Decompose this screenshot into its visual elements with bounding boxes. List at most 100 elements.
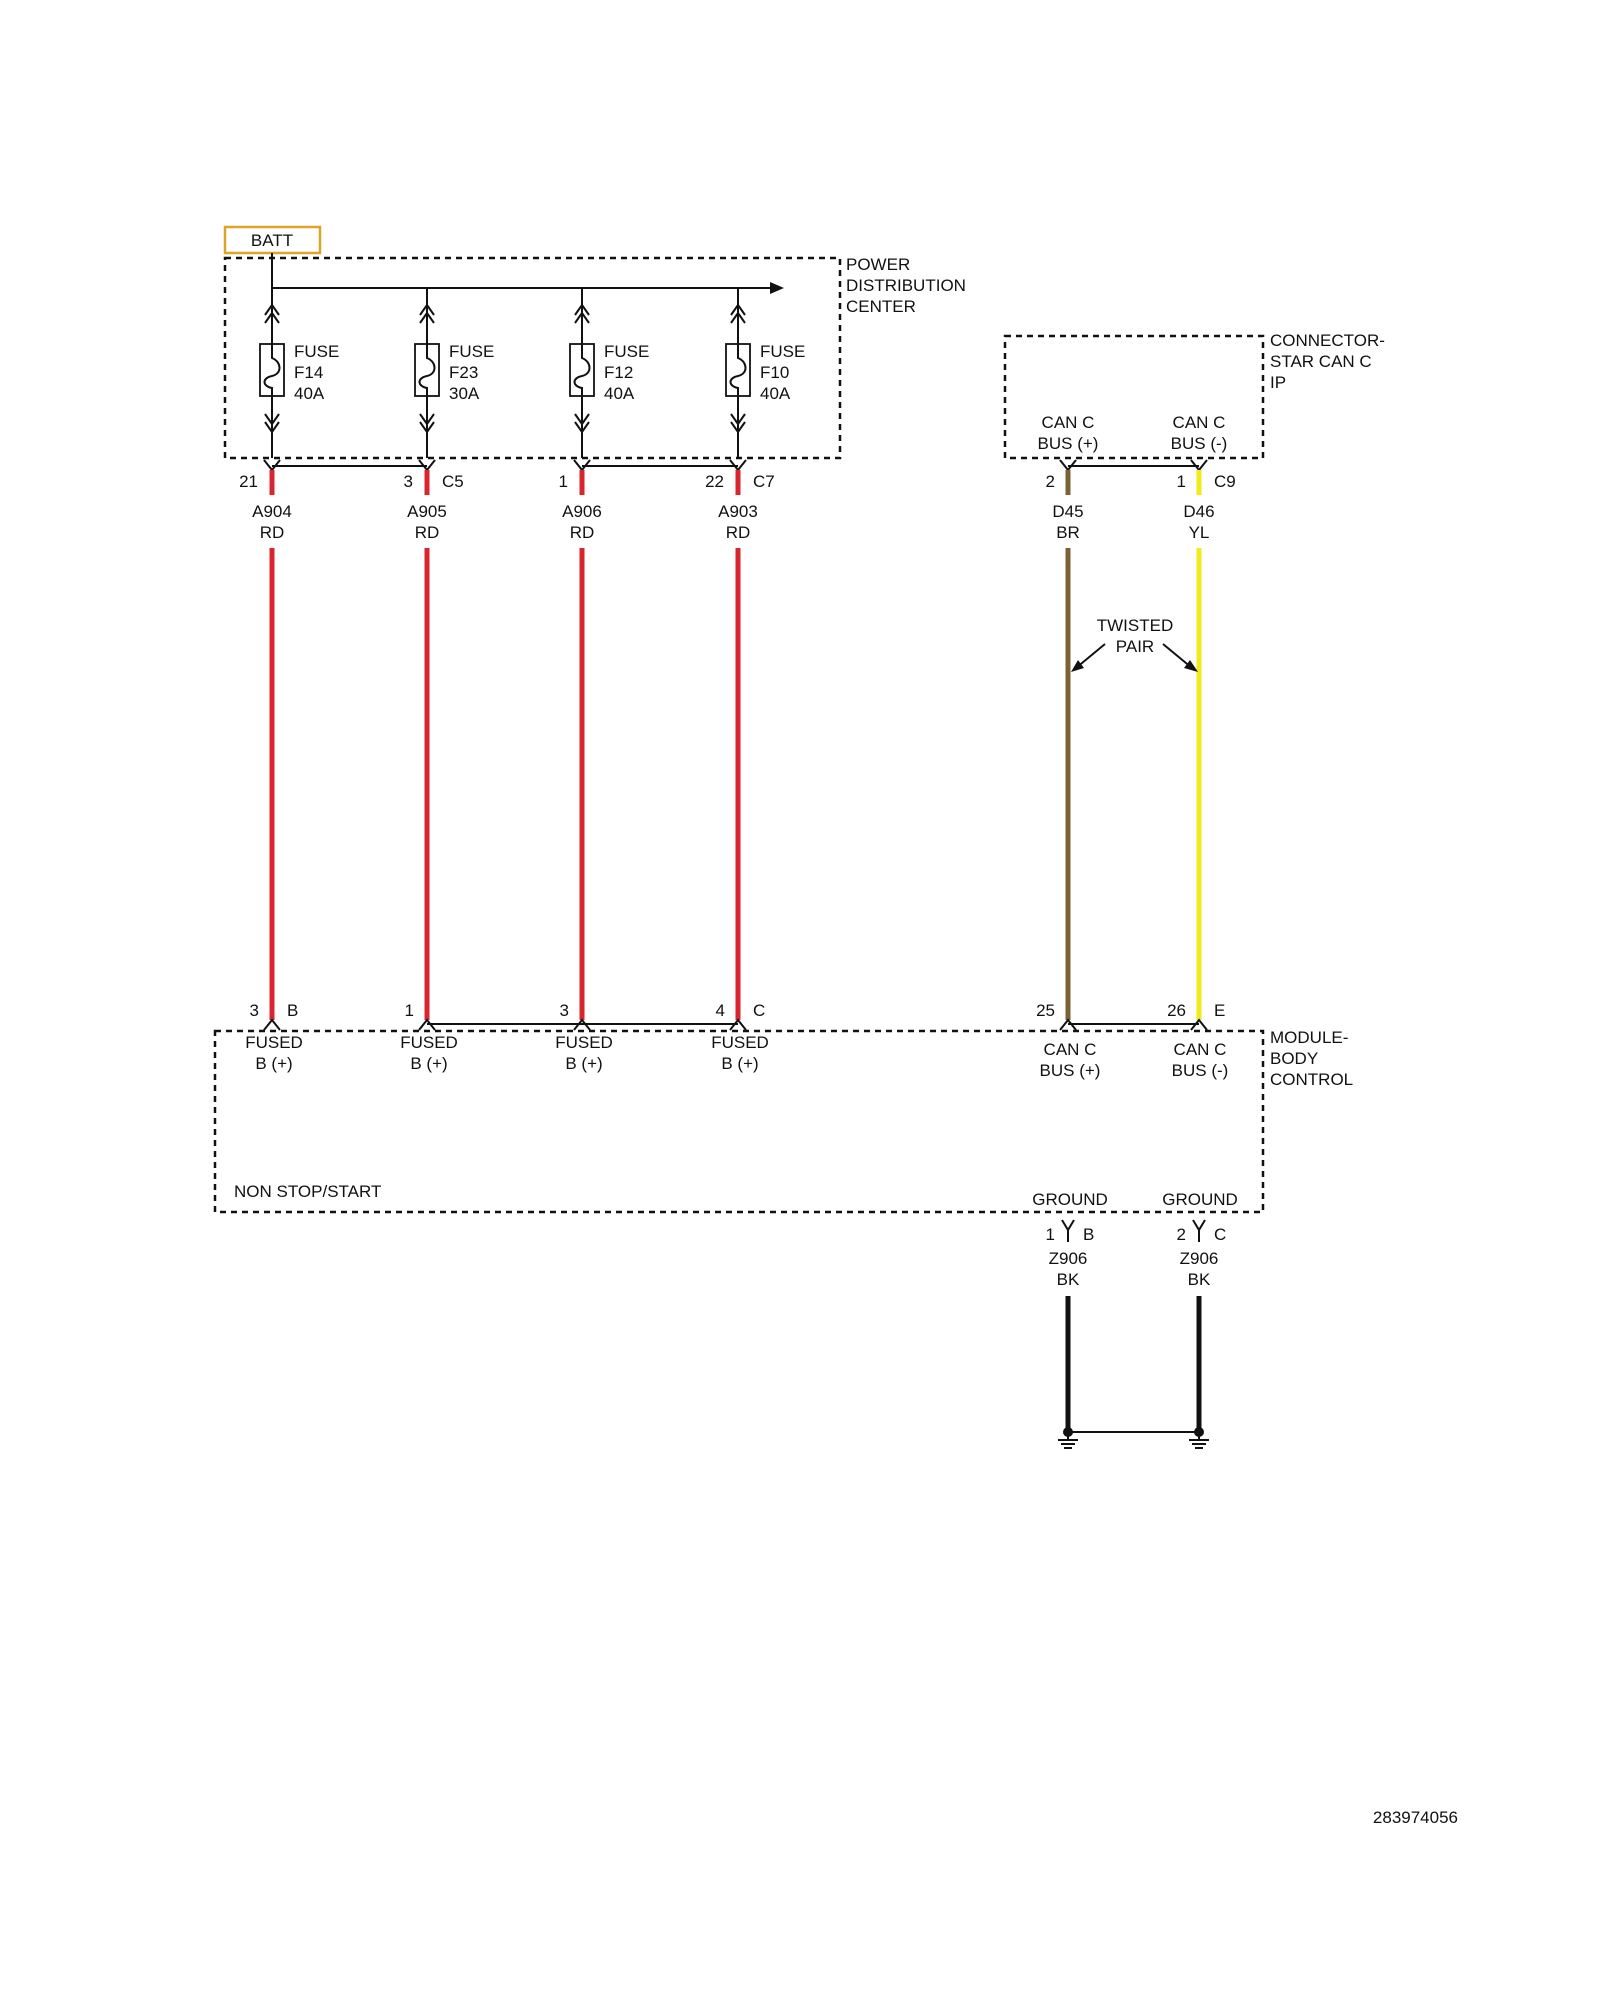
bcm-fused-pin-name-2: B (+) — [721, 1054, 758, 1073]
bcm-can-minus-pin-number: 26 — [1167, 1001, 1186, 1020]
bcm-can-minus-name-1: CAN C — [1174, 1040, 1227, 1059]
fuse-label-line-3: 40A — [760, 384, 791, 403]
star-pin-name-plus-2: BUS (+) — [1038, 434, 1099, 453]
twisted-pair-callout: TWISTED PAIR — [1071, 616, 1198, 672]
wire-color-label: RD — [260, 523, 285, 542]
twisted-pair-label-line-1: TWISTED — [1097, 616, 1174, 635]
fuse-element-icon — [263, 344, 281, 396]
bcm-fused-pin-chevron-icon — [573, 1018, 591, 1031]
wire-d46-circuit: D46 — [1183, 502, 1214, 521]
power-distribution-center: POWER DISTRIBUTION CENTER FUSE F14 40A 21A9… — [223, 253, 966, 542]
fuse-top-chevron-icon — [730, 303, 746, 324]
bcm-variant-note: NON STOP/START — [234, 1182, 381, 1201]
bcm-fused-connector-label: B — [287, 1001, 298, 1020]
star-pin-name-minus-1: CAN C — [1173, 413, 1226, 432]
ground-2-circuit: Z906 — [1180, 1249, 1219, 1268]
pdc-label-line-3: CENTER — [846, 297, 916, 316]
bcm-fused-connector-label: C — [753, 1001, 765, 1020]
ground-1-pin-number: 1 — [1046, 1225, 1055, 1244]
pdc-frame — [223, 256, 842, 460]
fuse-element-icon — [729, 344, 747, 396]
bcm-can-minus-name-2: BUS (-) — [1172, 1061, 1229, 1080]
fuse-label-line-2: F14 — [294, 363, 323, 382]
wire-group — [269, 470, 1202, 1432]
twisted-pair-label-line-2: PAIR — [1116, 637, 1154, 656]
ground-1-name: GROUND — [1032, 1190, 1108, 1209]
bcm-fused-pin-number: 3 — [560, 1001, 569, 1020]
connector-c9-label: C9 — [1214, 472, 1236, 491]
fuse-label-line-1: FUSE — [604, 342, 649, 361]
fuse-label-line-1: FUSE — [294, 342, 339, 361]
star-connector-frame — [1003, 334, 1265, 460]
fuse-bottom-chevron-icon — [574, 413, 590, 434]
ground-1-fork-icon — [1061, 1219, 1075, 1242]
ground-2-name: GROUND — [1162, 1190, 1238, 1209]
bcm-fused-pin-name-2: B (+) — [255, 1054, 292, 1073]
ground-1-color: BK — [1057, 1270, 1080, 1289]
wire-circuit-label: A906 — [562, 502, 602, 521]
fuse-label-line-3: 30A — [449, 384, 480, 403]
pdc-pin-number: 3 — [404, 472, 413, 491]
star-connector-label-line-1: CONNECTOR- — [1270, 331, 1385, 350]
star-pin-name-minus-2: BUS (-) — [1171, 434, 1228, 453]
pdc-label-line-1: POWER — [846, 255, 910, 274]
bcm-fused-pin-chevron-icon — [729, 1018, 747, 1031]
star-connector-label-line-3: IP — [1270, 373, 1286, 392]
ground-2-symbol-icon — [1189, 1432, 1209, 1449]
wire-d46-color: YL — [1189, 523, 1210, 542]
fuse-element-icon — [418, 344, 436, 396]
bcm-fused-pin-name-1: FUSED — [245, 1033, 303, 1052]
fuse-group: FUSEF1440A21A904RDFUSEF2330A3A905RDFUSEF… — [239, 288, 805, 542]
bcm-frame — [213, 1029, 1265, 1214]
body-control-module: MODULE- BODY CONTROL NON STOP/START 25 2… — [213, 1001, 1353, 1289]
connector-c7-label: C7 — [753, 472, 775, 491]
ground-symbols — [1058, 1427, 1209, 1449]
wire-color-label: RD — [726, 523, 751, 542]
star-connector: CONNECTOR- STAR CAN C IP CAN C BUS (+) C… — [1003, 331, 1385, 542]
connector-c5-label: C5 — [442, 472, 464, 491]
fuse-label-line-2: F23 — [449, 363, 478, 382]
bcm-fused-pin-name-1: FUSED — [400, 1033, 458, 1052]
bcm-can-plus-name-1: CAN C — [1044, 1040, 1097, 1059]
wire-d45-circuit: D45 — [1052, 502, 1083, 521]
bcm-can-minus-chevron-icon — [1190, 1018, 1208, 1031]
bcm-fused-pin-name-2: B (+) — [410, 1054, 447, 1073]
fuse-element-icon — [573, 344, 591, 396]
bcm-can-plus-chevron-icon — [1059, 1018, 1077, 1031]
star-pin-name-plus-1: CAN C — [1042, 413, 1095, 432]
bcm-fused-pin-chevron-icon — [263, 1018, 281, 1031]
ground-1-circuit: Z906 — [1049, 1249, 1088, 1268]
fuse-label-line-3: 40A — [604, 384, 635, 403]
pdc-label-line-2: DISTRIBUTION — [846, 276, 966, 295]
pdc-pin-number: 1 — [559, 472, 568, 491]
ground-1-connector: B — [1083, 1225, 1094, 1244]
wire-circuit-label: A905 — [407, 502, 447, 521]
bcm-can-connector-label: E — [1214, 1001, 1225, 1020]
bcm-fused-pin-number: 1 — [405, 1001, 414, 1020]
fuse-label-line-1: FUSE — [760, 342, 805, 361]
pdc-pin-number: 21 — [239, 472, 258, 491]
bcm-label-line-3: CONTROL — [1270, 1070, 1353, 1089]
bcm-fused-pin-name-1: FUSED — [555, 1033, 613, 1052]
bcm-fused-pin-name-2: B (+) — [565, 1054, 602, 1073]
fuse-top-chevron-icon — [264, 303, 280, 324]
star-connector-label-line-2: STAR CAN C — [1270, 352, 1372, 371]
fuse-label-line-2: F12 — [604, 363, 633, 382]
bus-bar-arrow-icon — [770, 282, 784, 294]
fuse-label-line-3: 40A — [294, 384, 325, 403]
twisted-pair-arrowhead-left-icon — [1071, 660, 1084, 672]
bcm-label-line-1: MODULE- — [1270, 1028, 1348, 1047]
wire-circuit-label: A903 — [718, 502, 758, 521]
figure-id: 283974056 — [1373, 1808, 1458, 1827]
wire-color-label: RD — [415, 523, 440, 542]
bcm-fused-pin-name-1: FUSED — [711, 1033, 769, 1052]
fuse-top-chevron-icon — [574, 303, 590, 324]
